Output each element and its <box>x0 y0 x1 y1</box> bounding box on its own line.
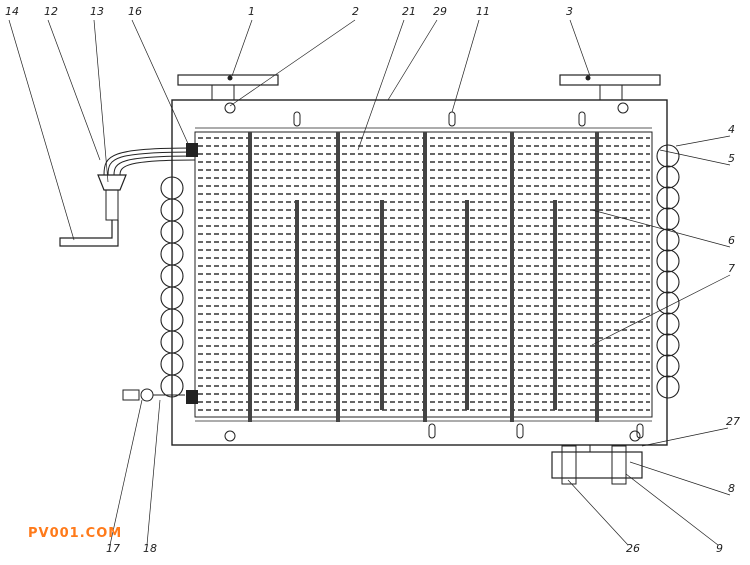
tube <box>248 132 252 422</box>
tube <box>380 200 384 410</box>
u-bend-left <box>160 374 184 398</box>
drain-valve <box>122 388 198 404</box>
corner-bolts <box>224 102 641 442</box>
leader-line <box>591 209 731 248</box>
leader-line <box>131 19 191 149</box>
callout-11: 11 <box>476 5 490 18</box>
vertical-tubes <box>248 132 599 422</box>
leader-line <box>357 19 405 151</box>
sensor-assembly <box>59 143 198 247</box>
leader-line <box>591 274 731 346</box>
u-bend-right <box>656 291 680 315</box>
tube <box>295 200 299 410</box>
callout-12: 12 <box>44 5 58 18</box>
tube <box>423 132 427 422</box>
leader-lines <box>8 19 731 546</box>
tube-hangers <box>293 111 644 439</box>
leader-line <box>387 19 438 101</box>
leader-line <box>93 19 109 183</box>
tube <box>553 200 557 410</box>
u-bend-right <box>656 186 680 210</box>
tube <box>465 200 469 410</box>
left-return-bends <box>160 176 184 398</box>
leader-line <box>47 19 101 161</box>
callout-27: 27 <box>726 415 740 428</box>
u-bend-right <box>656 375 680 399</box>
leader-line <box>659 149 731 166</box>
tube <box>510 132 514 422</box>
leader-line <box>109 399 143 546</box>
callout-7: 7 <box>728 262 735 275</box>
leader-line <box>675 135 731 147</box>
u-bend-right <box>656 207 680 231</box>
leader-line <box>567 479 629 546</box>
tube <box>595 132 599 422</box>
hanger <box>636 423 644 439</box>
u-bend-right <box>656 312 680 336</box>
outlet-flange-3 <box>559 74 661 101</box>
hanger <box>578 111 586 127</box>
u-bend-right <box>656 249 680 273</box>
callout-21: 21 <box>402 5 416 18</box>
hanger <box>448 111 456 127</box>
callout-29: 29 <box>433 5 447 18</box>
callout-4: 4 <box>728 123 735 136</box>
u-bend-right <box>656 333 680 357</box>
u-bend-right <box>656 165 680 189</box>
callout-26: 26 <box>626 542 640 555</box>
hanger <box>293 111 301 127</box>
u-bend-right <box>656 270 680 294</box>
tube <box>336 132 340 422</box>
hanger <box>428 423 436 439</box>
callout-17: 17 <box>106 542 120 555</box>
right-return-bends <box>656 144 680 399</box>
u-bend-right <box>656 144 680 168</box>
callout-5: 5 <box>728 152 735 165</box>
callout-3: 3 <box>566 5 573 18</box>
callout-14: 14 <box>5 5 19 18</box>
u-bend-right <box>656 228 680 252</box>
leader-line <box>451 19 480 113</box>
callout-2: 2 <box>352 5 359 18</box>
leader-line <box>569 19 591 77</box>
leader-line <box>231 19 253 77</box>
u-bend-right <box>656 354 680 378</box>
callout-18: 18 <box>143 542 157 555</box>
leader-line <box>629 461 731 496</box>
leader-line <box>8 19 75 241</box>
callout-9: 9 <box>716 542 723 555</box>
callout-13: 13 <box>90 5 104 18</box>
bottom-support <box>551 445 643 485</box>
callout-8: 8 <box>728 482 735 495</box>
leader-line <box>146 399 161 546</box>
watermark-text: PV001.COM <box>28 526 123 541</box>
callout-1: 1 <box>248 5 255 18</box>
inlet-flange-1 <box>177 74 279 101</box>
callout-6: 6 <box>728 234 735 247</box>
callout-16: 16 <box>128 5 142 18</box>
hanger <box>516 423 524 439</box>
leader-line <box>229 19 356 107</box>
leader-line <box>641 427 729 447</box>
leader-line <box>625 473 719 546</box>
